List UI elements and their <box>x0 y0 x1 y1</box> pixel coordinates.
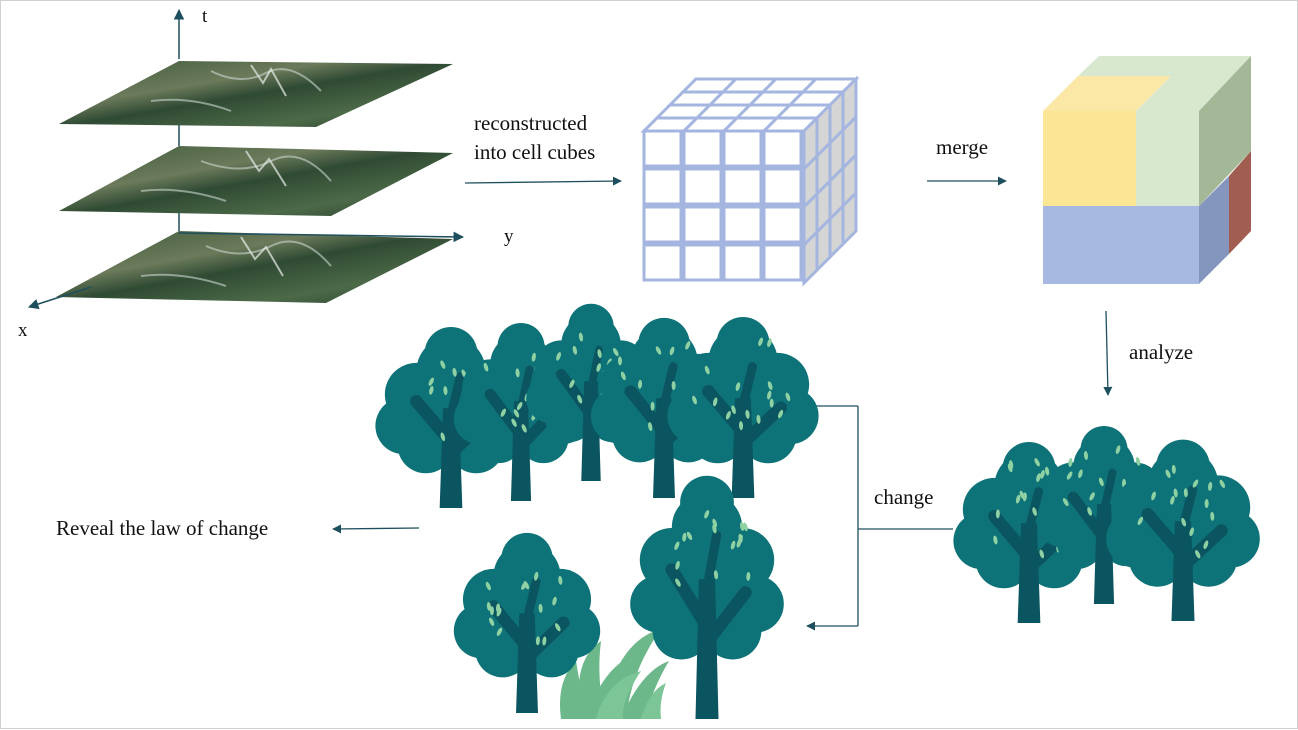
cube-front-cell <box>762 129 803 168</box>
y-axis-label: y <box>504 226 514 247</box>
forest-illustrations <box>375 303 1260 719</box>
cube-front-cell <box>682 205 723 244</box>
change-connector <box>806 401 953 631</box>
cube-front-cell <box>642 243 683 282</box>
cube-front-cell <box>642 129 683 168</box>
cube-front-cell <box>762 243 803 282</box>
merged-cube <box>1043 56 1251 284</box>
cube-face-green <box>1136 111 1199 206</box>
cube-front-cell <box>682 167 723 206</box>
cube-top-yellow <box>1043 76 1171 111</box>
analyze-label: analyze <box>1129 340 1194 364</box>
tree-icon <box>630 475 784 719</box>
cube-front-cell <box>682 129 723 168</box>
t-axis-label: t <box>202 6 208 27</box>
image-layer-bottom <box>56 231 453 303</box>
reveal-arrow <box>332 524 420 534</box>
reveal-label: Reveal the law of change <box>56 516 269 540</box>
cube-face-blue <box>1043 206 1199 284</box>
image-layer-top <box>59 61 453 127</box>
grass-icon <box>560 629 669 719</box>
cube-face-yellow <box>1043 111 1136 206</box>
tree-icon <box>1106 439 1260 621</box>
analyze-arrow <box>1103 310 1113 396</box>
reconstruct-label-line1: reconstructed <box>474 111 588 135</box>
reconstruct-arrow <box>464 176 622 186</box>
tree-icon <box>453 532 601 713</box>
cube-front-cell <box>642 167 683 206</box>
cube-front-cell <box>682 243 723 282</box>
reconstruct-label-line2: into cell cubes <box>474 140 596 164</box>
cube-front-cell <box>642 205 683 244</box>
cube-side-cell <box>802 228 819 287</box>
cell-cube <box>640 75 860 287</box>
cube-side-blue <box>1199 176 1229 284</box>
x-axis <box>28 286 92 310</box>
cube-front-cell <box>722 167 763 206</box>
cube-top-green <box>1078 56 1251 111</box>
x-axis-label: x <box>18 320 28 341</box>
cube-side-red <box>1229 151 1251 254</box>
change-label: change <box>874 485 934 509</box>
cube-front-cell <box>722 205 763 244</box>
cube-front-cell <box>722 129 763 168</box>
spacetime-stack <box>28 8 465 310</box>
cube-front-cell <box>722 243 763 282</box>
cube-front-cell <box>762 205 803 244</box>
cube-side-green <box>1199 56 1251 206</box>
image-layer-middle <box>59 146 453 216</box>
cube-front-cell <box>762 167 803 206</box>
tree-icon <box>667 317 819 498</box>
y-axis <box>178 231 465 243</box>
merge-label: merge <box>936 135 989 159</box>
